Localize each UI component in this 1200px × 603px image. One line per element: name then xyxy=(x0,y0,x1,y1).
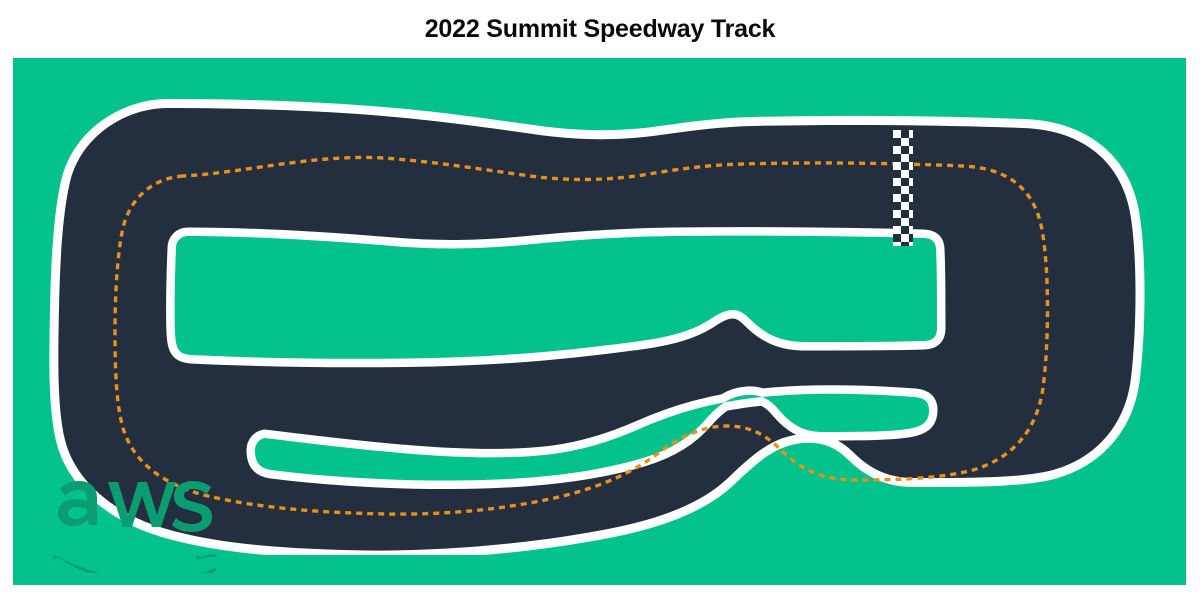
race-track-diagram xyxy=(13,58,1186,585)
start-finish-line xyxy=(893,130,913,246)
track-map-panel xyxy=(13,58,1186,585)
title-bar: 2022 Summit Speedway Track xyxy=(0,0,1200,58)
bottom-green-fill xyxy=(13,555,1186,585)
page-title: 2022 Summit Speedway Track xyxy=(424,14,776,43)
infield-island xyxy=(174,235,937,359)
